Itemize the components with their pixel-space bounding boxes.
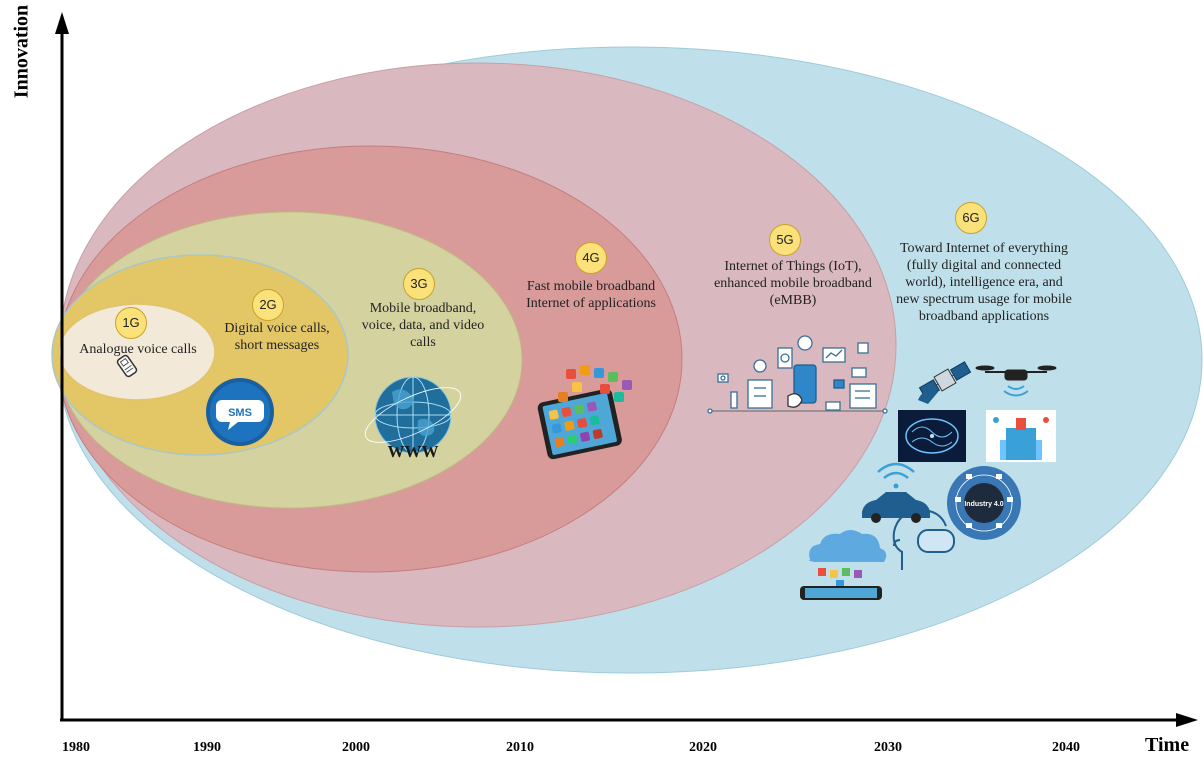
badge-5g: 5G: [769, 224, 801, 256]
badge-1g: 1G: [115, 307, 147, 339]
x-axis-label: Time: [1145, 734, 1190, 756]
year-label: 2030: [874, 740, 902, 755]
smart-hospital-icon: [986, 410, 1056, 462]
text-1g: Analogue voice calls: [79, 342, 197, 357]
globe-www-icon: WWW: [364, 376, 462, 461]
year-label: 2040: [1052, 740, 1080, 755]
www-label: WWW: [388, 442, 439, 461]
flip-phone-icon: [116, 354, 138, 378]
year-label: 2020: [689, 740, 717, 755]
y-axis-label: Innovation: [10, 4, 33, 99]
text-4g: Fast mobile broadband Internet of applic…: [526, 279, 656, 311]
year-label: 2000: [342, 740, 370, 755]
industry-label: Industry 4.0: [964, 501, 1003, 508]
badge-4g: 4G: [575, 242, 607, 274]
iot-devices-icon: [707, 335, 888, 414]
text-5g: Internet of Things (IoT), enhanced mobil…: [714, 259, 872, 308]
year-label: 1980: [62, 740, 90, 755]
ai-brain-icon: [898, 410, 966, 462]
industry-4-icon: Industry 4.0: [947, 466, 1021, 540]
badge-2g: 2G: [252, 289, 284, 321]
x-axis-arrow: [1176, 713, 1198, 727]
sms-bubble-icon: SMS: [206, 378, 274, 446]
year-label: 1990: [193, 740, 221, 755]
badge-3g: 3G: [403, 268, 435, 300]
ellipse-1g: [58, 303, 216, 401]
text-2g: Digital voice calls, short messages: [224, 321, 330, 353]
y-axis-arrow: [55, 12, 69, 34]
badge-6g: 6G: [955, 202, 987, 234]
text-6g: Toward Internet of everything (fully dig…: [896, 241, 1072, 324]
dish-icon: [918, 390, 938, 404]
sms-label: SMS: [228, 407, 252, 419]
drone-icon: [975, 365, 1057, 397]
cloud-phone-icon: [800, 530, 887, 600]
smartphone-apps-icon: [537, 365, 632, 460]
text-3g: Mobile broadband, voice, data, and video…: [361, 301, 485, 350]
satellite-icon: [918, 361, 972, 399]
vr-headset-icon: [892, 508, 955, 570]
year-label: 2010: [506, 740, 534, 755]
